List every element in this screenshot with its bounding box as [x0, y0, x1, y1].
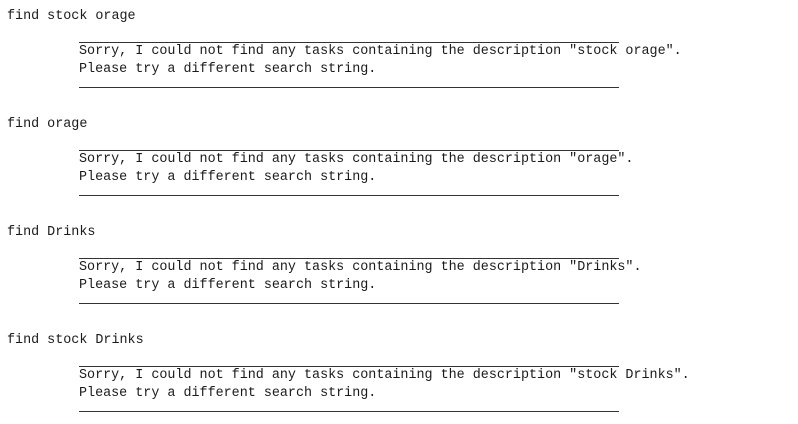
divider-top [79, 150, 619, 151]
response-line-2: Please try a different search string. [79, 386, 377, 401]
response-line-1: Sorry, I could not find any tasks contai… [79, 368, 690, 383]
response-box: Sorry, I could not find any tasks contai… [79, 258, 798, 304]
command-line: find Drinks [7, 225, 96, 240]
divider-top [79, 258, 619, 259]
response-line-2: Please try a different search string. [79, 170, 377, 185]
command-line: find stock Drinks [7, 333, 144, 348]
divider-top [79, 366, 619, 367]
command-line: find stock orage [7, 9, 136, 24]
command-line: find orage [7, 117, 88, 132]
response-line-2: Please try a different search string. [79, 278, 377, 293]
response-box: Sorry, I could not find any tasks contai… [79, 42, 798, 88]
response-line-1: Sorry, I could not find any tasks contai… [79, 152, 634, 167]
divider-bottom [79, 303, 619, 304]
response-line-1: Sorry, I could not find any tasks contai… [79, 260, 642, 275]
divider-bottom [79, 87, 619, 88]
response-box: Sorry, I could not find any tasks contai… [79, 366, 798, 412]
divider-bottom [79, 195, 619, 196]
response-box: Sorry, I could not find any tasks contai… [79, 150, 798, 196]
response-line-1: Sorry, I could not find any tasks contai… [79, 44, 682, 59]
divider-top [79, 42, 619, 43]
response-line-2: Please try a different search string. [79, 62, 377, 77]
divider-bottom [79, 411, 619, 412]
